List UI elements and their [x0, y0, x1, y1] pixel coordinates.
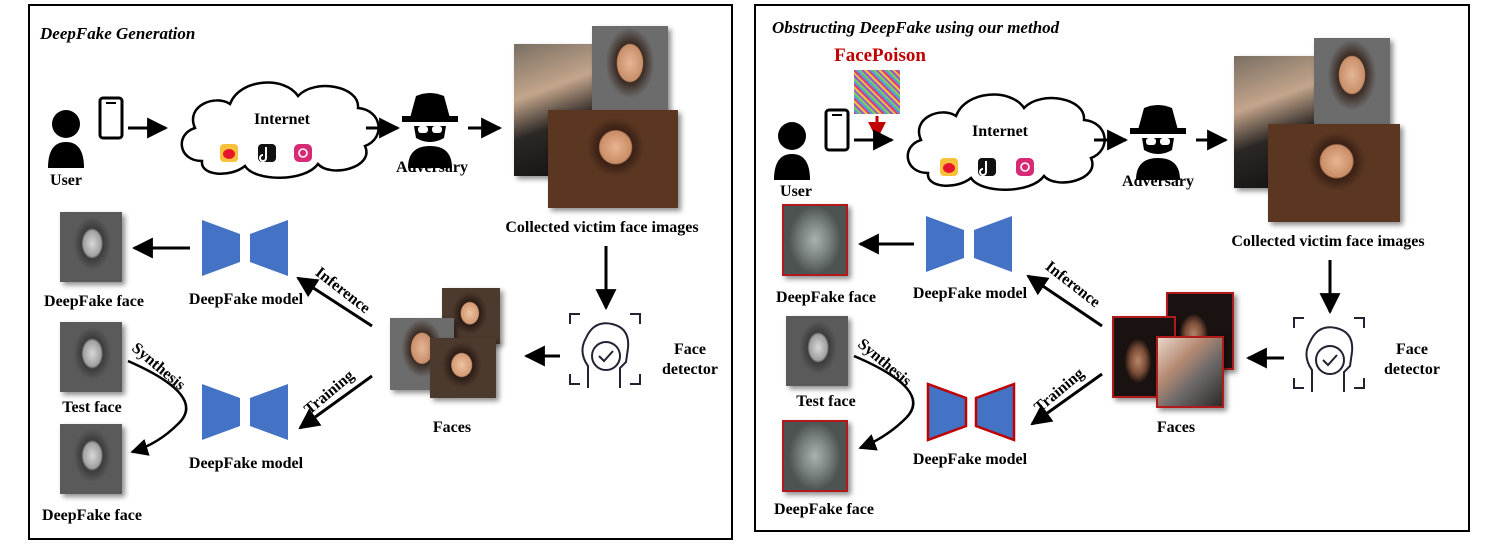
user-icon [774, 122, 810, 180]
arrow-training [298, 374, 373, 430]
arrow-training [1030, 372, 1103, 426]
label-deepfake-face-bottom: DeepFake face [774, 501, 874, 518]
panel-title: Obstructing DeepFake using our method [772, 18, 1060, 37]
label-deepfake-model-top: DeepFake model [912, 285, 1028, 302]
label-deepfake-model-bottom: DeepFake model [912, 451, 1028, 468]
label-adversary: Adversary [396, 159, 468, 176]
face-scan-icon [1293, 317, 1365, 392]
label-faces: Faces [1156, 419, 1196, 436]
deepfake-model-bottom-poisoned [926, 382, 1016, 442]
face-scan-icon [569, 313, 641, 388]
label-test-face: Test face [796, 393, 856, 410]
deepfake-face-top-image [60, 212, 122, 282]
phone-icon [98, 96, 124, 140]
user-icon [48, 110, 84, 168]
flow-diagram [48, 81, 641, 456]
label-facepoison: FacePoison [834, 45, 926, 66]
label-deepfake-face-bottom: DeepFake face [42, 507, 142, 524]
deepfake-model-bottom [202, 384, 288, 440]
victim-photo-3 [1268, 124, 1400, 222]
deepfake-model-top [202, 220, 288, 276]
label-deepfake-model-bottom: DeepFake model [188, 455, 304, 472]
test-face-image [60, 322, 122, 392]
weibo-icon [220, 144, 238, 162]
synthesis-arrow [853, 354, 915, 451]
victim-photo-2 [1314, 38, 1390, 126]
instagram-icon [294, 144, 312, 162]
label-test-face: Test face [62, 399, 122, 416]
phone-icon [824, 108, 850, 152]
deepfake-face-bottom-image [60, 424, 122, 494]
check-icon [591, 341, 621, 371]
label-faces: Faces [432, 419, 472, 436]
label-collected: Collected victim face images [1231, 233, 1425, 250]
tiktok-icon [258, 144, 276, 162]
panel-deepfake-generation: DeepFake Generation [28, 4, 733, 540]
deepfake-face-top-image [782, 204, 848, 276]
face-crop-3 [430, 338, 496, 398]
instagram-icon [1016, 158, 1034, 176]
flow-diagram [774, 93, 1365, 451]
cloud-icon [906, 93, 1106, 191]
label-user: User [780, 183, 812, 200]
victim-photo-3 [548, 110, 678, 208]
label-deepfake-face-top: DeepFake face [776, 289, 876, 306]
test-face-image [786, 316, 848, 386]
arrow-inference [296, 276, 373, 328]
cloud-icon [180, 81, 380, 179]
deepfake-model-top [926, 216, 1012, 272]
weibo-icon [940, 158, 958, 176]
label-deepfake-model-top: DeepFake model [188, 291, 304, 308]
label-deepfake-face-top: DeepFake face [44, 293, 144, 310]
victim-photo-2 [592, 26, 668, 114]
label-internet: Internet [254, 111, 310, 128]
label-user: User [50, 172, 82, 189]
deepfake-face-bottom-image [782, 420, 848, 492]
panel-obstructing-deepfake: Obstructing DeepFake using our method Fa… [754, 4, 1470, 532]
spy-icon [402, 93, 458, 168]
poisoned-face-crop-3 [1156, 336, 1224, 408]
label-collected: Collected victim face images [505, 219, 699, 236]
facepoison-noise-image [854, 70, 900, 114]
panel-title: DeepFake Generation [40, 24, 196, 43]
spy-icon [1130, 105, 1186, 180]
label-internet: Internet [972, 123, 1028, 140]
arrow-inference [1026, 274, 1103, 328]
tiktok-icon [978, 158, 996, 176]
label-adversary: Adversary [1122, 173, 1194, 190]
synthesis-arrow [127, 359, 188, 456]
check-icon [1315, 345, 1345, 375]
